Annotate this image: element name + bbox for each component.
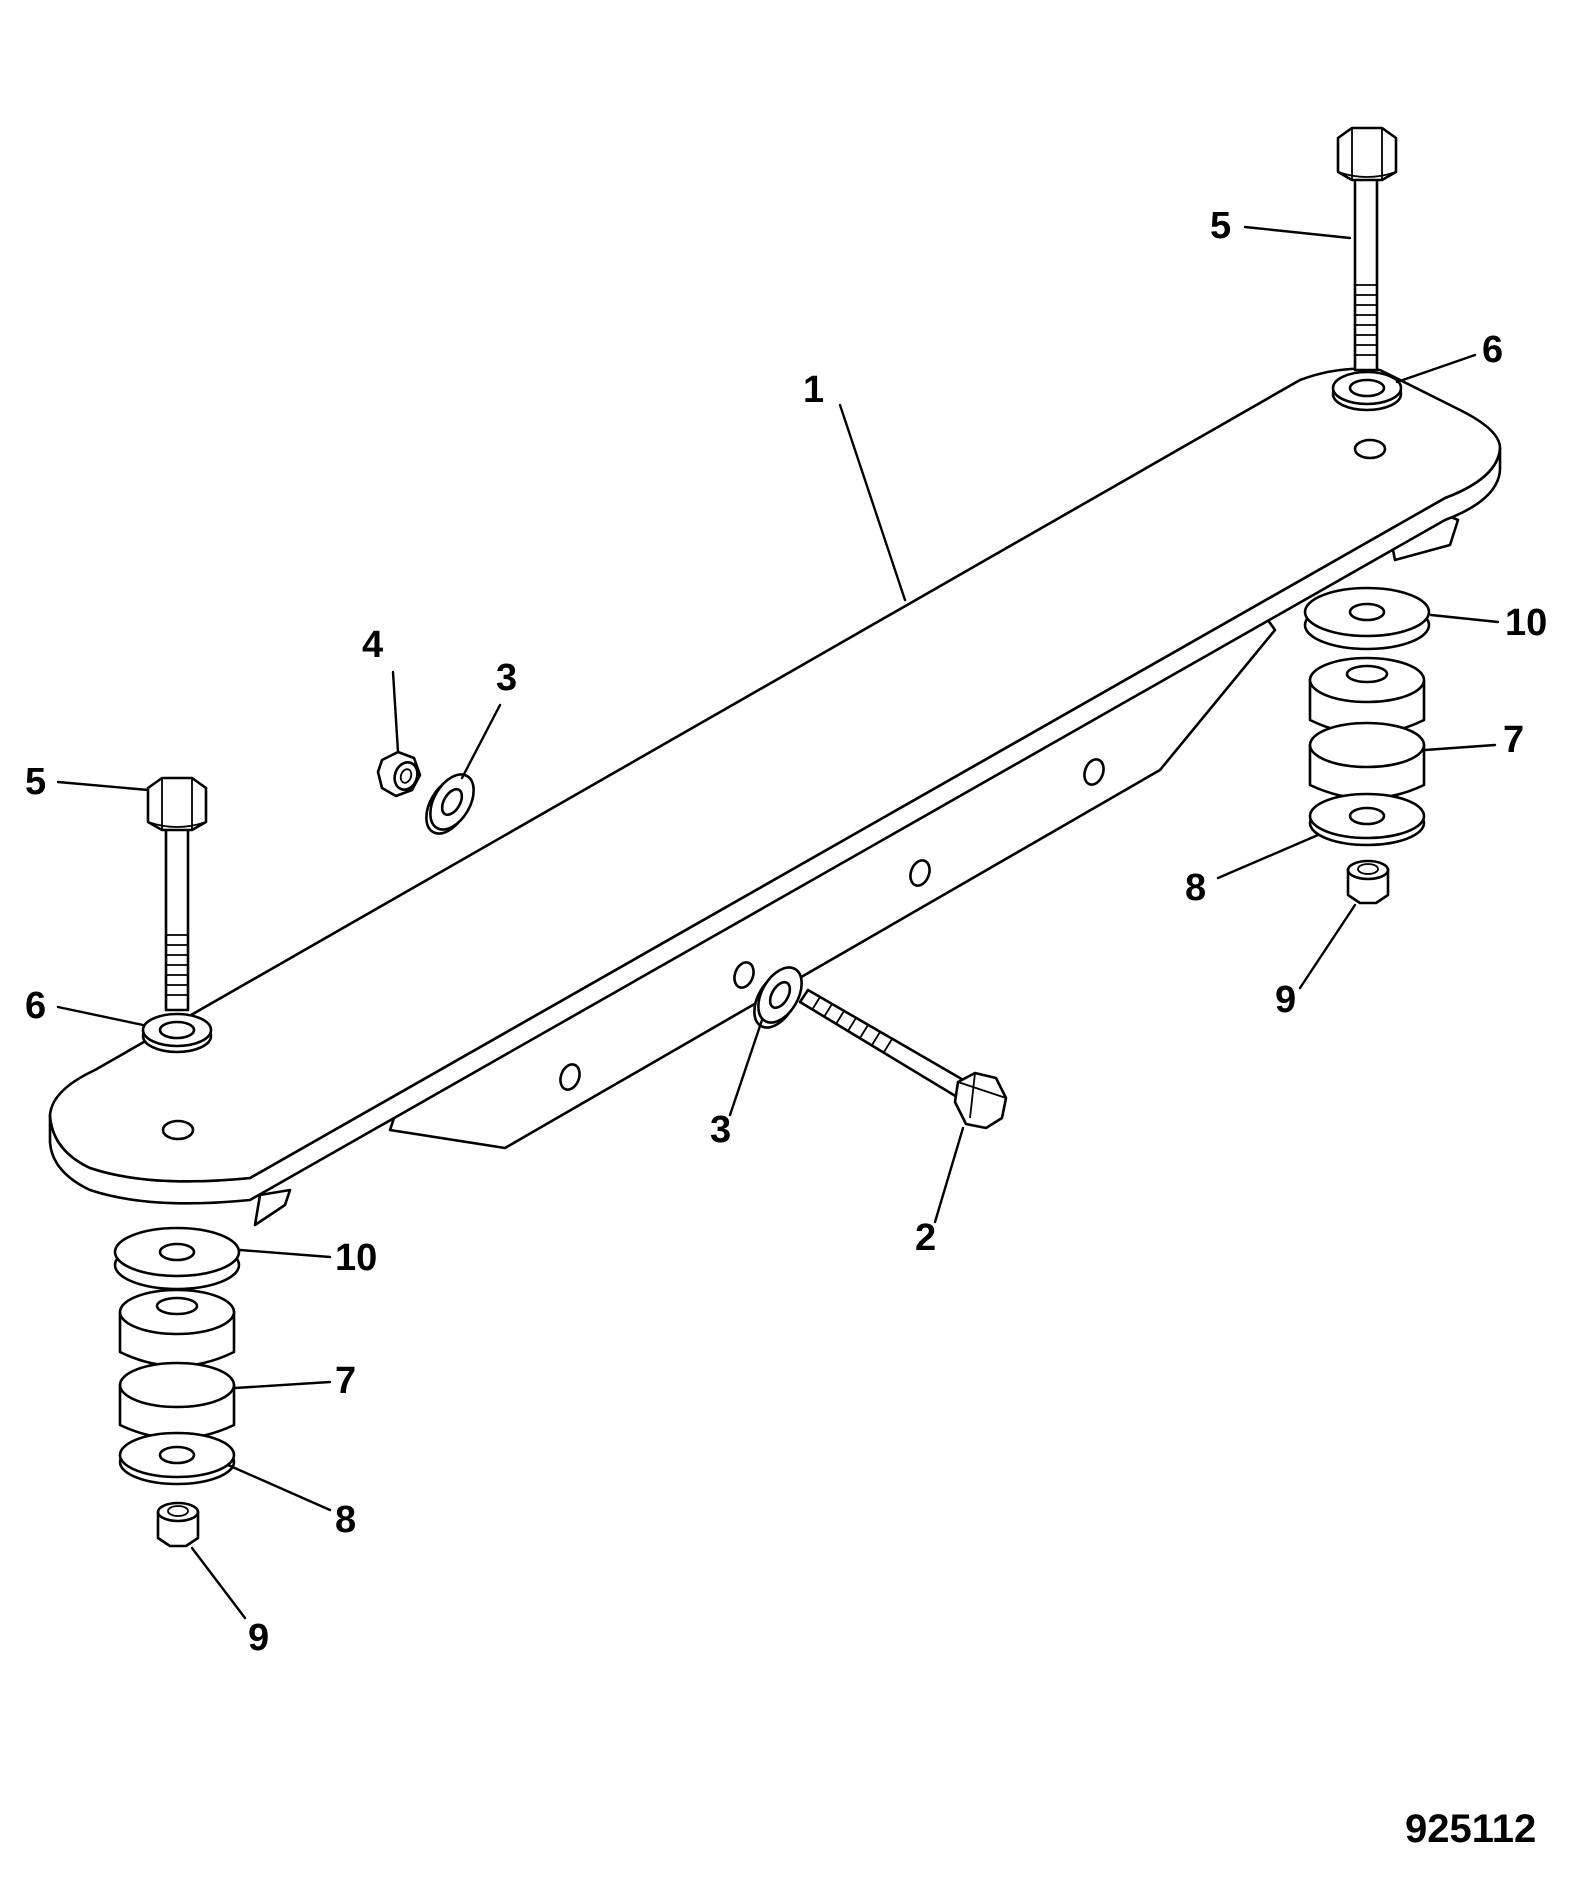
- callout-4: 4: [362, 624, 383, 666]
- part-5-bolt-right: [1336, 126, 1398, 372]
- callout-10-left: 10: [335, 1237, 377, 1279]
- part-8-washer-right: [1308, 792, 1426, 847]
- part-5-bolt-left: [146, 776, 208, 1012]
- part-3-washer-upper: [425, 773, 475, 835]
- leader-lines: [56, 225, 1500, 1620]
- callout-7-left: 7: [335, 1360, 356, 1402]
- callout-6-right: 6: [1482, 329, 1503, 371]
- callout-8-right: 8: [1185, 867, 1206, 909]
- part-7-rubber-mount-right: [1308, 656, 1426, 800]
- part-10-plate-washer-right: [1303, 586, 1431, 651]
- callout-3-upper: 3: [496, 657, 517, 699]
- callout-6-left: 6: [25, 985, 46, 1027]
- part-6-washer-right: [1331, 370, 1403, 412]
- callout-5-right: 5: [1210, 205, 1231, 247]
- part-6-washer-left: [141, 1012, 213, 1054]
- part-10-plate-washer-left: [113, 1226, 241, 1291]
- callout-2: 2: [915, 1217, 936, 1259]
- part-9-nut-left: [156, 1501, 200, 1548]
- callout-3-lower: 3: [710, 1109, 731, 1151]
- callout-7-right: 7: [1503, 719, 1524, 761]
- callout-9-left: 9: [248, 1617, 269, 1659]
- callout-labels: 1 2 3 3 4 5 5 6 6 7 7 8 8 9 9 10 10: [25, 205, 1547, 1659]
- part-3-washer-lower: [753, 966, 803, 1029]
- callout-9-right: 9: [1275, 979, 1296, 1021]
- part-1-cross-beam: [48, 367, 1502, 1227]
- figure-number: 925112: [1405, 1807, 1536, 1851]
- callout-5-left: 5: [25, 761, 46, 803]
- beam-plate-top: [48, 367, 1502, 1183]
- part-8-washer-left: [118, 1431, 236, 1486]
- part-4-nut: [376, 750, 422, 798]
- callout-1: 1: [803, 369, 824, 411]
- part-7-rubber-mount-left: [118, 1288, 236, 1440]
- part-2-bolt: [798, 988, 1008, 1130]
- callout-10-right: 10: [1505, 602, 1547, 644]
- callout-8-left: 8: [335, 1499, 356, 1541]
- part-9-nut-right: [1346, 859, 1390, 905]
